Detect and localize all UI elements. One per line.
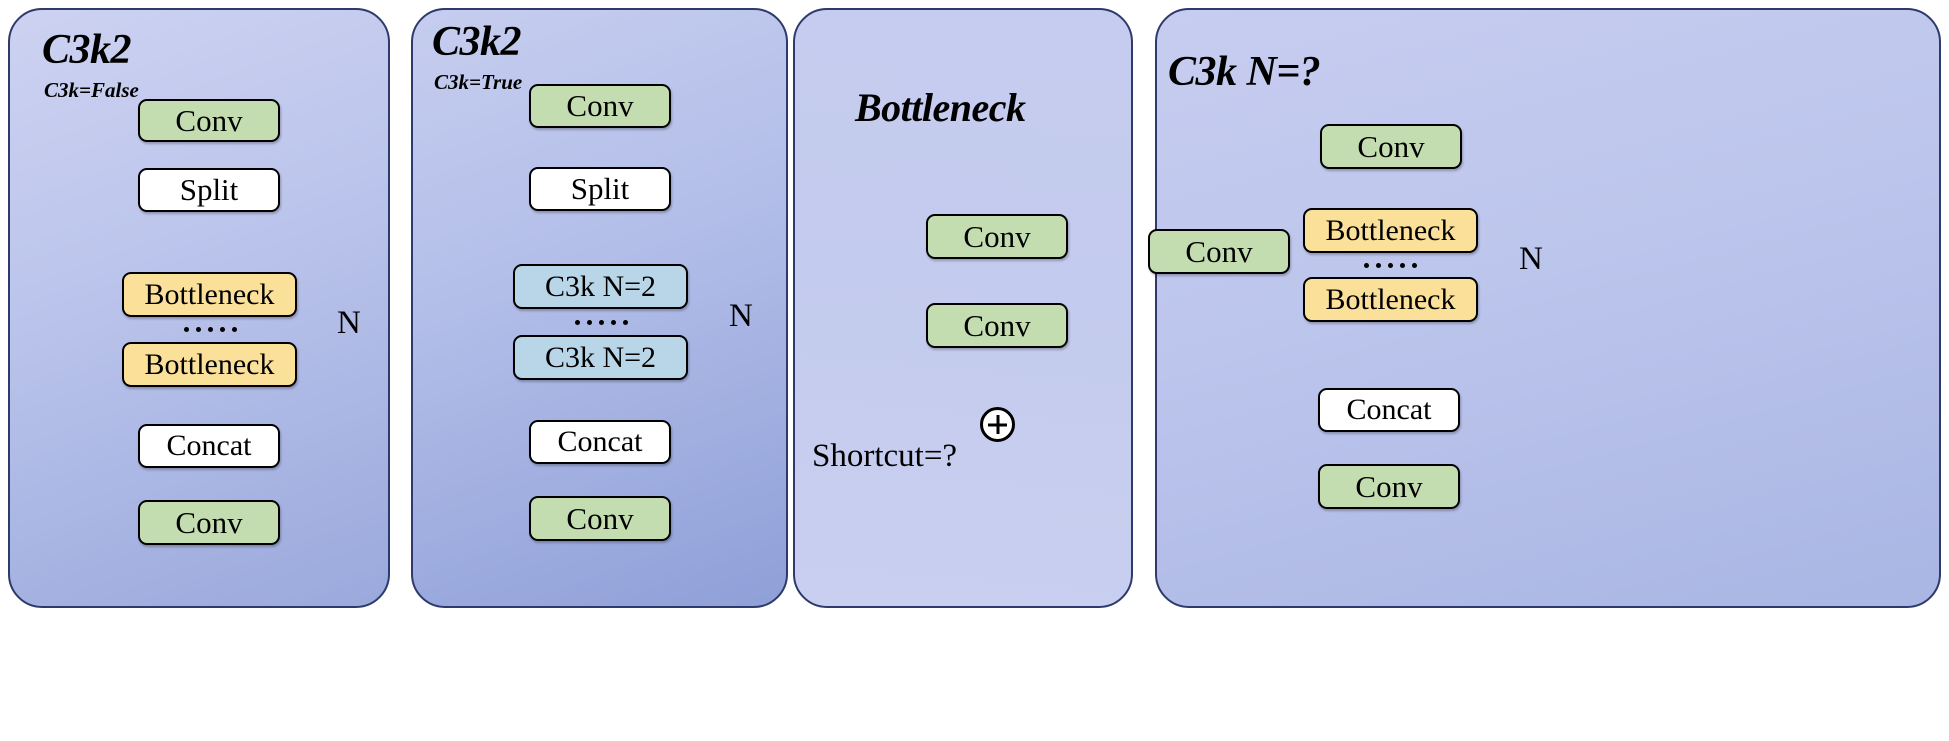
node-conv-p4-left: Conv [1148,229,1290,274]
panel-subtitle-c3k2-false: C3k=False [44,78,139,102]
repeat-count-label-p1: N [337,305,361,341]
node-conv-p1-top: Conv [138,99,280,142]
node-bottleneck-p1-last: Bottleneck [122,342,297,387]
node-c3k-p2-first: C3k N=2 [513,264,688,309]
node-conv-p2-bottom: Conv [529,496,671,541]
node-conv-p4-top: Conv [1320,124,1462,169]
panel-title-c3k: C3k N=? [1168,49,1321,95]
panel-title-c3k2-false: C3k2 [42,27,132,73]
sum-operator-icon [980,407,1015,442]
node-concat-p1: Concat [138,424,280,468]
node-conv-p3-second: Conv [926,303,1068,348]
repeat-dots-p2 [551,317,651,327]
panel-c3k [1155,8,1941,608]
node-bottleneck-p1-first: Bottleneck [122,272,297,317]
node-conv-p3-first: Conv [926,214,1068,259]
panel-title-c3k2-true: C3k2 [432,19,522,65]
node-bottleneck-p4-first: Bottleneck [1303,208,1478,253]
repeat-dots-p4 [1340,260,1440,270]
repeat-count-label-p2: N [729,298,753,334]
repeat-dots-p1 [160,324,260,334]
node-split-p1: Split [138,168,280,212]
node-conv-p4-bottom: Conv [1318,464,1460,509]
node-split-p2: Split [529,167,671,211]
panel-title-bottleneck: Bottleneck [855,85,1026,130]
node-conv-p2-top: Conv [529,84,671,128]
panel-subtitle-c3k2-true: C3k=True [434,70,523,94]
node-bottleneck-p4-last: Bottleneck [1303,277,1478,322]
repeat-count-label-p4: N [1519,241,1543,277]
node-conv-p1-bottom: Conv [138,500,280,545]
node-c3k-p2-last: C3k N=2 [513,335,688,380]
node-concat-p2: Concat [529,420,671,464]
node-concat-p4: Concat [1318,388,1460,432]
shortcut-label: Shortcut=? [812,438,958,474]
